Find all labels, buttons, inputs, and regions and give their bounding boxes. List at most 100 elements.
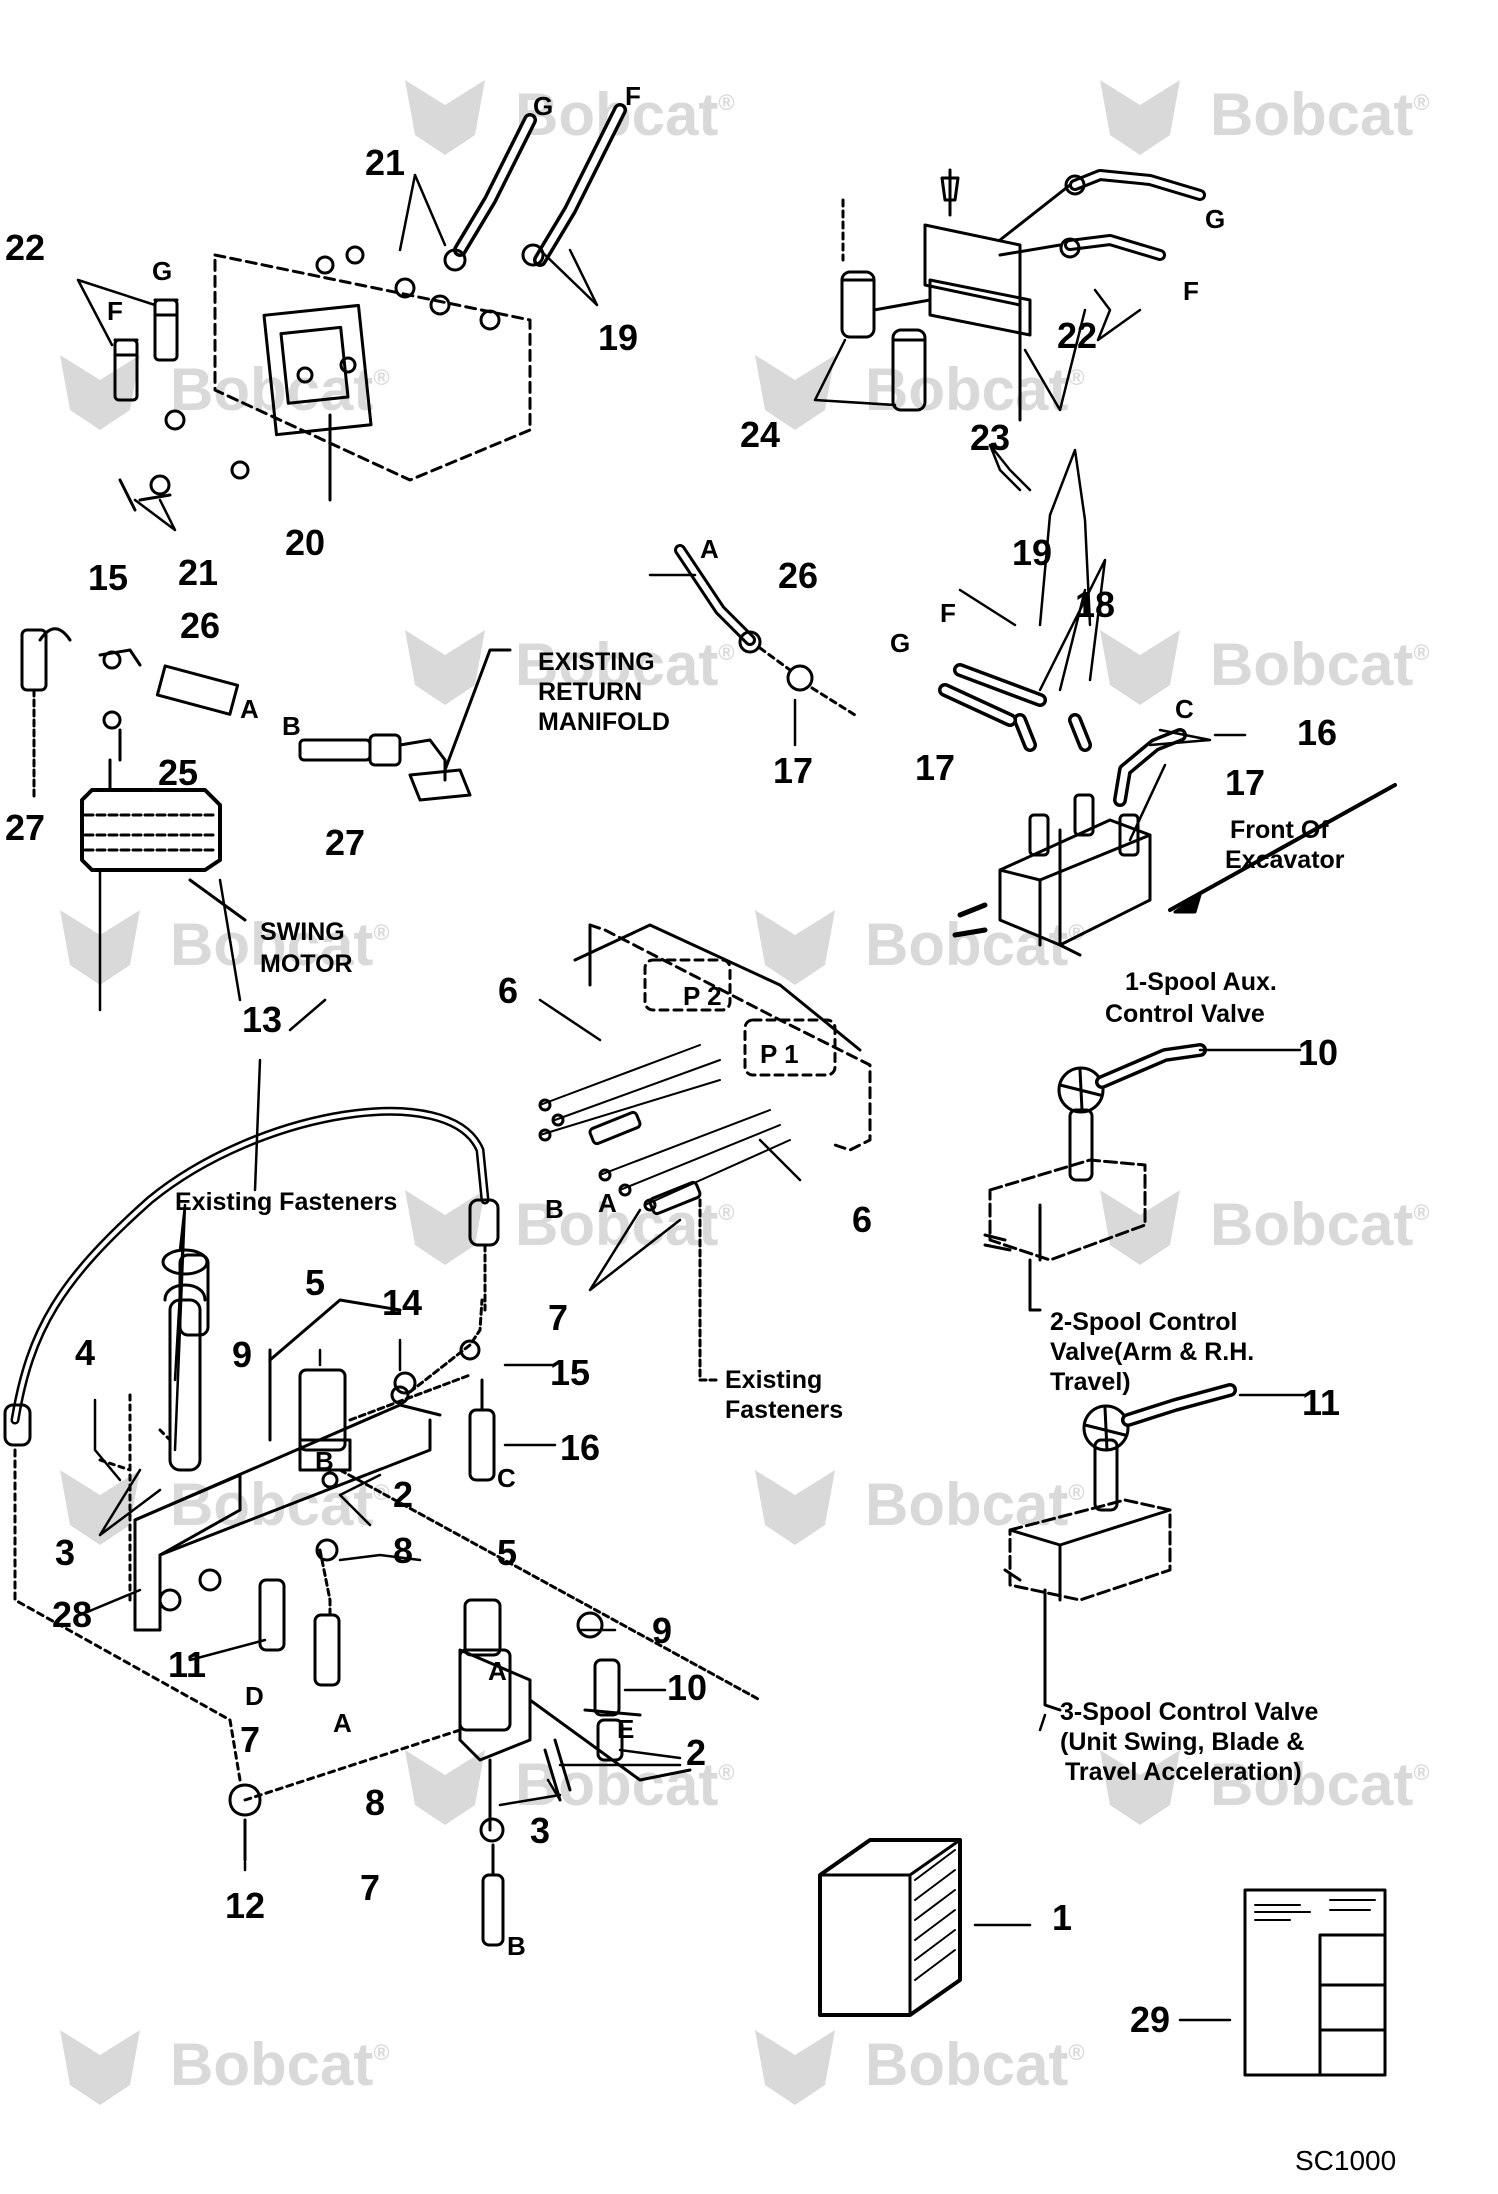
port-letter-c: C [1175,694,1194,724]
port-letter-g: G [152,256,172,286]
manifold-block-assembly [113,103,627,512]
caption-two-spool-valve: Travel) [1050,1368,1131,1396]
watermark: Bobcat® [755,2030,1085,2105]
callout-7: 7 [548,1297,568,1338]
parts-sheet [1243,1888,1387,2077]
registered-mark: ® [1413,1760,1429,1785]
callout-8: 8 [393,1530,413,1571]
callout-2: 2 [393,1474,413,1515]
callout-5: 5 [497,1532,517,1573]
caption-swing-motor: SWING [260,918,345,946]
watermark-layer: Bobcat® Bobcat® Bobcat® Bobcat® Bobcat® … [60,80,1430,2105]
watermark: Bobcat® [1100,80,1430,155]
watermark: Bobcat® [1100,630,1430,705]
registered-mark: ® [373,920,389,945]
registered-mark: ® [373,2040,389,2065]
callout-27: 27 [325,822,365,863]
watermark-text: Bobcat® [1210,631,1430,698]
registered-mark: ® [718,1200,734,1225]
callout-27: 27 [5,807,45,848]
registered-mark: ® [1068,2040,1084,2065]
caption-three-spool-valve: Travel Acceleration) [1065,1758,1302,1786]
port-letter-g: G [890,628,910,658]
watermark-text: Bobcat® [515,1191,735,1258]
caption-one-spool-valve: 1-Spool Aux. [1125,968,1277,996]
port-letter-d: D [245,1681,264,1711]
callout-22: 22 [1057,315,1097,356]
watermark: Bobcat® [755,355,1085,430]
caption-one-spool-valve: Control Valve [1105,1000,1265,1028]
callout-24: 24 [740,414,780,455]
callout-numbers: 22 21 19 20 21 22 24 23 15 26 25 27 27 2… [5,142,1340,2040]
callout-22: 22 [5,227,45,268]
registered-mark: ® [1413,90,1429,115]
hose-26-run [674,544,857,717]
port-letter-b: B [315,1446,334,1476]
callout-13: 13 [242,999,282,1040]
port-letter-a: A [240,694,259,724]
caption-two-spool-valve: 2-Spool Control [1050,1308,1237,1336]
watermark-text: Bobcat® [1210,1751,1430,1818]
callout-29: 29 [1130,1999,1170,2040]
port-letter-e: E [617,1714,634,1744]
callout-9: 9 [652,1610,672,1651]
registered-mark: ® [718,90,734,115]
watermark-text: Bobcat® [515,631,735,698]
caption-existing-return-manifold: MANIFOLD [538,708,670,736]
caption-existing-fasteners: Fasteners [725,1396,843,1424]
watermark: Bobcat® [60,910,390,985]
caption-swing-motor: MOTOR [260,950,353,978]
caption-existing-fasteners: Existing [725,1366,822,1394]
callout-3: 3 [530,1810,550,1851]
watermark-text: Bobcat® [170,2031,390,2098]
caption-three-spool-valve: 3-Spool Control Valve [1060,1698,1318,1726]
callout-8: 8 [365,1782,385,1823]
callout-9: 9 [232,1334,252,1375]
port-letter-g: G [1205,204,1225,234]
registered-mark: ® [1068,365,1084,390]
bobcat-logo-icon [755,1470,835,1545]
watermark: Bobcat® [405,80,735,155]
callout-25: 25 [158,752,198,793]
port-letter-f: F [1183,276,1199,306]
figure-code: SC1000 [1295,2145,1396,2176]
one-spool-valve [938,663,1397,957]
port-letter-c: C [497,1463,516,1493]
callout-16: 16 [1297,712,1337,753]
callout-15: 15 [550,1352,590,1393]
watermark: Bobcat® [755,910,1085,985]
return-manifold-fitting [298,648,512,802]
callout-17: 17 [1225,762,1265,803]
leader-lines [76,173,1307,2022]
port-letter-f: F [625,81,641,111]
watermark-text: Bobcat® [1210,81,1430,148]
callout-11: 11 [168,1644,206,1685]
watermark-text: Bobcat® [1210,1191,1430,1258]
bobcat-logo-icon [1100,1750,1180,1825]
watermark: Bobcat® [60,2030,390,2105]
swing-motor-assembly [20,627,247,922]
callout-2: 2 [686,1732,706,1773]
callout-10: 10 [1298,1032,1338,1073]
bobcat-logo-icon [1100,630,1180,705]
watermark-text: Bobcat® [170,911,390,978]
registered-mark: ® [718,640,734,665]
callout-10: 10 [667,1667,707,1708]
port-letter-p1: P 1 [760,1039,799,1069]
watermark-text: Bobcat® [865,911,1085,978]
watermark: Bobcat® [755,1470,1085,1545]
callout-21: 21 [178,552,218,593]
port-letter-b: B [282,711,301,741]
callout-7: 7 [240,1719,260,1760]
callout-16: 16 [560,1427,600,1468]
callout-14: 14 [382,1282,422,1323]
port-letter-a: A [333,1708,352,1738]
watermark-text: Bobcat® [865,2031,1085,2098]
registered-mark: ® [373,365,389,390]
plate-assembly [840,168,1206,422]
port-letter-p2: P 2 [683,981,722,1011]
watermark: Bobcat® [1100,1750,1430,1825]
callout-23: 23 [970,417,1010,458]
port-letter-b: B [507,1931,526,1961]
